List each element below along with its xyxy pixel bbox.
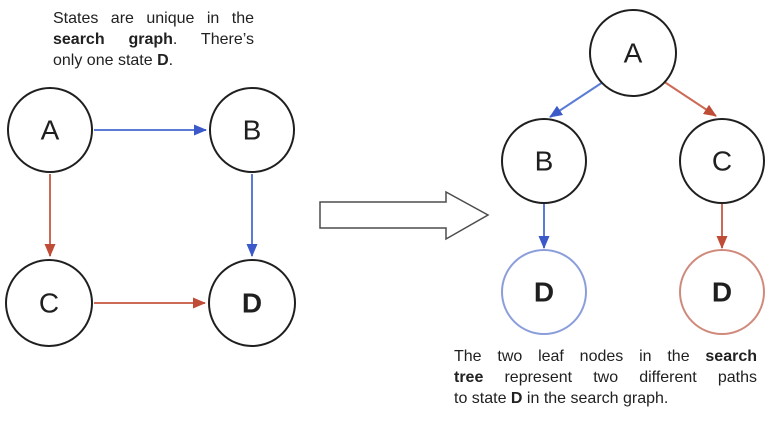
caption-bold-text: D xyxy=(510,390,523,407)
graph-node-a-label: A xyxy=(41,115,60,146)
tree-node-c-label: C xyxy=(712,146,732,177)
caption-text: . There’s xyxy=(172,31,254,48)
tree-node-d-right-label: D xyxy=(712,277,732,308)
graph-node-a-circle xyxy=(7,87,93,173)
caption-line: tree represent two different paths xyxy=(454,367,757,388)
tree-node-d-left-circle xyxy=(501,249,587,335)
tree-node-b-circle xyxy=(501,118,587,204)
caption-search-tree: The two leaf nodes in the search tree re… xyxy=(454,346,757,409)
caption-bold-text: search xyxy=(705,348,757,365)
tree-node-b-label: B xyxy=(535,146,554,177)
caption-text: represent two different paths xyxy=(483,369,757,386)
caption-text: States are unique in the xyxy=(53,10,254,27)
graph-node-c-circle xyxy=(5,259,93,347)
graph-node-b-label: B xyxy=(243,115,262,146)
caption-line: only one state D. xyxy=(53,50,254,71)
tree-edge-a-b xyxy=(549,81,604,118)
caption-line: to state D in the search graph. xyxy=(454,388,757,409)
graph-node-d-circle xyxy=(208,259,296,347)
graph-node-c-label: C xyxy=(39,288,59,319)
tree-node-d-right-circle xyxy=(679,249,765,335)
caption-search-graph: States are unique in the search graph. T… xyxy=(53,8,254,71)
tree-edge-a-c xyxy=(662,80,717,117)
caption-bold-text: tree xyxy=(454,369,484,386)
transform-arrow xyxy=(319,190,490,241)
caption-text: only one state xyxy=(53,52,158,69)
search-tree: A B C D D xyxy=(501,9,765,335)
caption-text: The two leaf nodes in the xyxy=(454,348,706,365)
graph-node-d-label: D xyxy=(242,288,262,319)
tree-node-a-label: A xyxy=(624,38,643,69)
caption-text: . xyxy=(168,52,174,69)
caption-text: to state xyxy=(454,390,511,407)
caption-bold-text: D xyxy=(157,52,169,69)
caption-line: States are unique in the xyxy=(53,8,254,29)
search-graph: A B C D xyxy=(5,87,296,347)
tree-node-d-left-label: D xyxy=(534,277,554,308)
caption-text: in the search graph. xyxy=(522,390,669,407)
caption-line: search graph. There’s xyxy=(53,29,254,50)
graph-node-b-circle xyxy=(209,87,295,173)
caption-line: The two leaf nodes in the search xyxy=(454,346,757,367)
caption-bold-text: search graph xyxy=(53,31,173,48)
tree-node-a-circle xyxy=(589,9,677,97)
tree-node-c-circle xyxy=(679,118,765,204)
